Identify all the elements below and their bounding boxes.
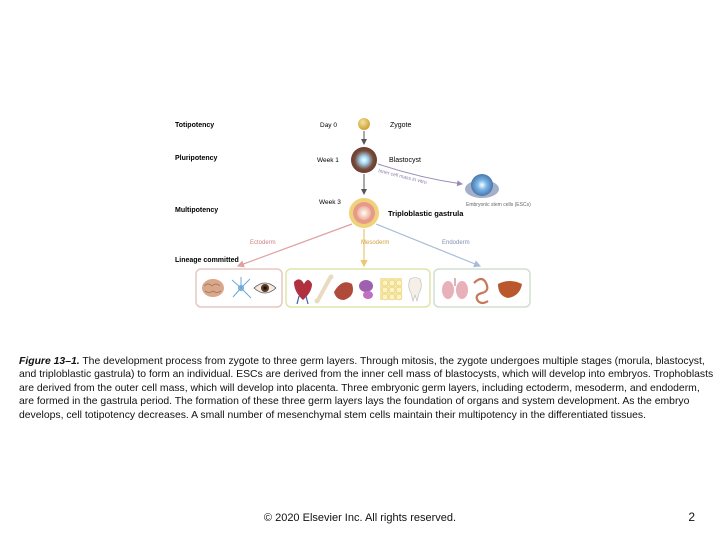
arrow-ectoderm [236, 223, 353, 268]
liver-icon [498, 281, 522, 298]
brain-icon [202, 279, 224, 297]
page-number: 2 [688, 510, 695, 524]
arrow-endoderm [375, 223, 482, 268]
inner-cell-mass-label: Inner cell mass in vitro [378, 168, 428, 186]
eye-icon [253, 282, 277, 294]
stage-multipotency: Multipotency [175, 207, 218, 214]
ectoderm-label: Ectoderm [250, 240, 276, 246]
development-diagram: Totipotency Pluripotency Multipotency Li… [175, 118, 531, 308]
endoderm-label: Endoderm [442, 240, 470, 246]
gastrula-label: Triploblastic gastrula [388, 209, 464, 218]
muscle-icon [334, 282, 353, 300]
esc-label: Embryonic stem cells (ESCs) [466, 202, 531, 208]
zygote-label: Zygote [390, 122, 412, 129]
timeline-day0: Day 0 [320, 122, 337, 129]
blood-cells-icon [359, 280, 373, 299]
arrow-inner-cell-mass [377, 163, 463, 187]
neuron-icon [231, 277, 252, 299]
stage-pluripotency: Pluripotency [175, 155, 218, 162]
adipose-icon [380, 278, 403, 301]
esc-cell [471, 174, 493, 196]
zygote-cell [358, 118, 370, 130]
stage-totipotency: Totipotency [175, 122, 214, 129]
blastocyst-cell [351, 147, 377, 173]
intestine-icon [473, 277, 489, 305]
blastocyst-label: Blastocyst [389, 157, 421, 164]
figure-caption-text: The development process from zygote to t… [19, 356, 714, 421]
figure-caption-label: Figure 13–1. [19, 356, 80, 367]
gastrula-inner [357, 206, 371, 220]
timeline-week3: Week 3 [319, 199, 341, 206]
mesoderm-label: Mesoderm [361, 240, 389, 246]
copyright-footer: © 2020 Elsevier Inc. All rights reserved… [263, 512, 457, 524]
timeline-week1: Week 1 [317, 157, 339, 164]
endoderm-box [433, 268, 531, 308]
lungs-icon [442, 278, 468, 299]
figure-caption: Figure 13–1. The development process fro… [19, 355, 715, 422]
stage-lineage-committed: Lineage committed [175, 257, 239, 264]
heart-vessels-icon [294, 279, 312, 305]
bone-icon [314, 274, 334, 304]
tooth-icon [408, 277, 422, 303]
